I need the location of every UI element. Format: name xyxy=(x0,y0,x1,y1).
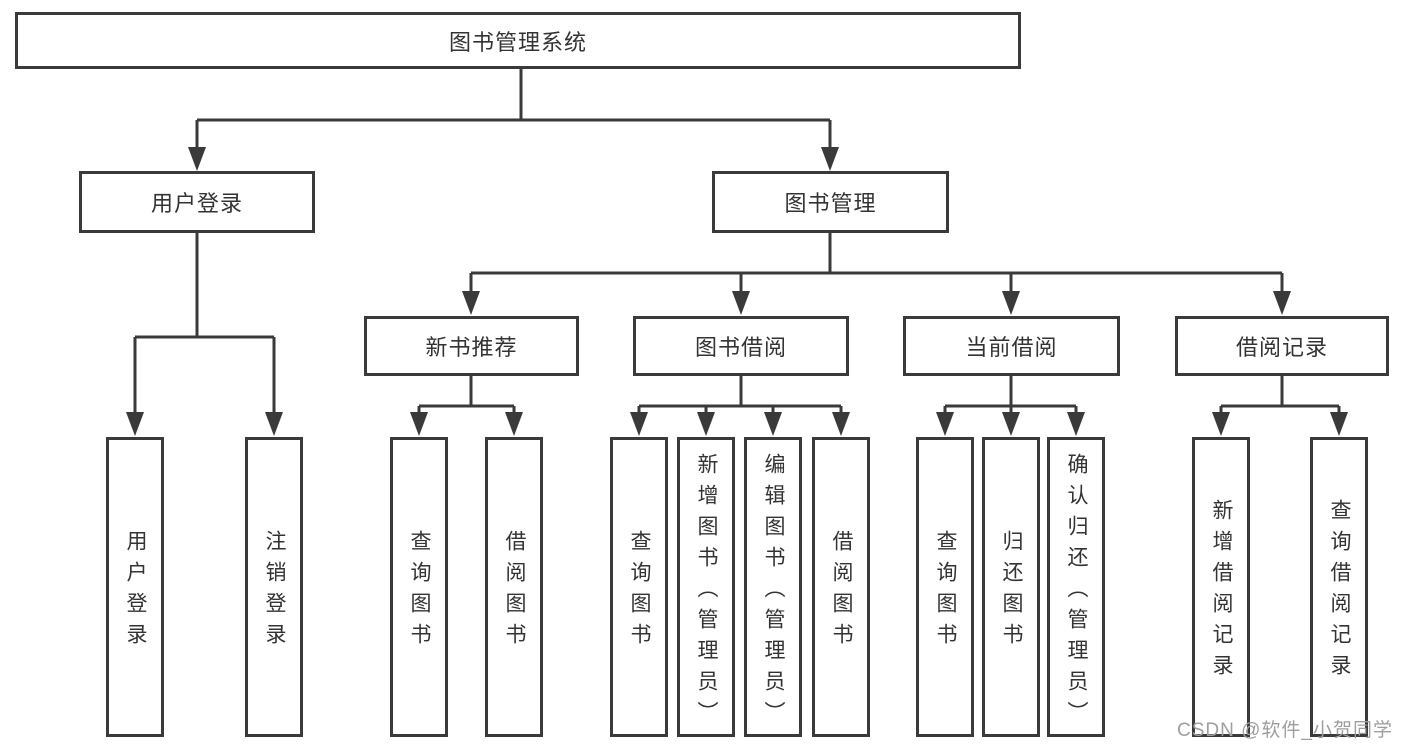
leaf-label: 查询图书 xyxy=(934,530,957,654)
node-current-borrowing: 当前借阅 xyxy=(903,316,1120,376)
leaf-user-login: 用户登录 xyxy=(106,437,164,737)
leaf-confirm-return-admin: 确认归还（管理员） xyxy=(1047,437,1105,737)
leaf-return-books: 归还图书 xyxy=(982,437,1040,737)
leaf-label: 借阅图书 xyxy=(503,530,526,654)
leaf-borrow-books: 借阅图书 xyxy=(812,437,870,737)
leaf-query-books-recommend: 查询图书 xyxy=(390,437,448,737)
leaf-label: 注销登录 xyxy=(263,530,286,654)
node-user-login: 用户登录 xyxy=(79,171,315,233)
leaf-query-books-current: 查询图书 xyxy=(916,437,974,737)
leaf-label: 确认归还（管理员） xyxy=(1065,452,1088,732)
leaf-label: 新增借阅记录 xyxy=(1210,499,1233,685)
leaf-label: 查询图书 xyxy=(628,530,651,654)
leaf-label: 编辑图书（管理员） xyxy=(762,452,785,732)
node-borrowing-records: 借阅记录 xyxy=(1175,316,1389,376)
leaf-add-borrow-record: 新增借阅记录 xyxy=(1192,437,1250,737)
leaf-edit-books-admin: 编辑图书（管理员） xyxy=(744,437,802,737)
csdn-watermark: CSDN @软件_小贺同学 xyxy=(1177,720,1393,741)
leaf-label: 借阅图书 xyxy=(830,530,853,654)
arrowheads xyxy=(126,147,1348,436)
leaf-label: 新增图书（管理员） xyxy=(695,452,718,732)
leaf-label: 查询借阅记录 xyxy=(1328,499,1351,685)
leaf-borrow-books-recommend: 借阅图书 xyxy=(485,437,543,737)
leaf-label: 查询图书 xyxy=(408,530,431,654)
leaf-add-books-admin: 新增图书（管理员） xyxy=(677,437,735,737)
node-root-library-system: 图书管理系统 xyxy=(15,12,1021,69)
leaf-query-borrow-record: 查询借阅记录 xyxy=(1310,437,1368,737)
leaf-query-books-borrowing: 查询图书 xyxy=(610,437,668,737)
node-book-borrowing: 图书借阅 xyxy=(633,316,849,376)
leaf-label: 归还图书 xyxy=(1000,530,1023,654)
leaf-label: 用户登录 xyxy=(124,530,147,654)
node-new-book-recommend: 新书推荐 xyxy=(364,316,579,376)
leaf-logout: 注销登录 xyxy=(245,437,303,737)
node-book-management: 图书管理 xyxy=(712,171,949,233)
